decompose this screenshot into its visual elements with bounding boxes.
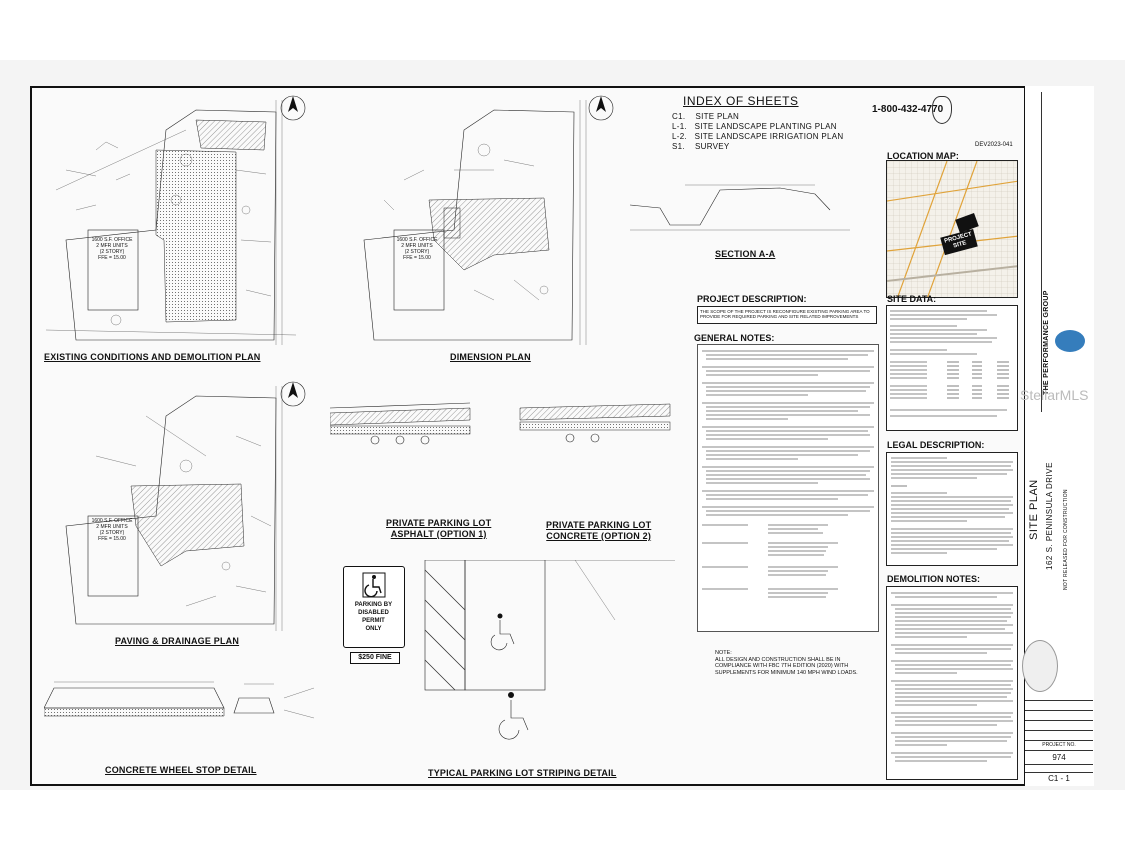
location-map <box>886 160 1018 298</box>
location-map-title: LOCATION MAP: <box>887 151 959 161</box>
striping-detail-drawing <box>424 560 675 740</box>
project-description-box: THE SCOPE OF THE PROJECT IS RECONFIGURE … <box>697 306 877 324</box>
site-data-title: SITE DATA: <box>887 294 937 304</box>
site-data-table <box>886 305 1018 431</box>
engineer-seal <box>1022 640 1058 692</box>
legal-description-box <box>886 452 1018 566</box>
dimension-plan-title: DIMENSION PLAN <box>450 352 531 362</box>
paving-building-label: 1600 S.F. OFFICE 2 MFR UNITS (2 STORY) F… <box>91 518 133 542</box>
sign-text: PARKING BY DISABLED PERMIT ONLY <box>354 602 393 632</box>
tb-row-date <box>1025 730 1093 740</box>
not-released-note: NOT RELEASED FOR CONSTRUCTION <box>1063 489 1069 590</box>
revision-column <box>1028 92 1042 412</box>
demolition-notes-text-lines <box>891 592 1013 762</box>
concrete-section-title: PRIVATE PARKING LOT CONCRETE (OPTION 2) <box>546 520 652 541</box>
general-notes-box <box>697 344 879 632</box>
firm-logo-icon <box>1055 330 1085 352</box>
index-of-sheets-title: INDEX OF SHEETS <box>683 94 799 108</box>
legal-description-text-lines <box>891 457 1013 554</box>
call-before-dig-phone: 1-800-432-4770 <box>872 104 944 115</box>
asphalt-section-title: PRIVATE PARKING LOT ASPHALT (OPTION 1) <box>386 518 492 539</box>
project-no-label: PROJECT NO. <box>1025 740 1093 750</box>
tb-row-drawn <box>1025 720 1093 730</box>
firm-name: THE PERFORMANCE GROUP <box>1043 290 1050 395</box>
index-item-irrigation-plan: L-2. SITE LANDSCAPE IRRIGATION PLAN <box>672 132 844 141</box>
dimension-plan-drawing <box>363 95 614 345</box>
existing-conditions-plan-drawing <box>45 95 306 345</box>
index-item-site-plan: C1. SITE PLAN <box>672 112 740 121</box>
wheelchair-icon <box>362 572 386 598</box>
existing-conditions-title: EXISTING CONDITIONS AND DEMOLITION PLAN <box>44 352 261 362</box>
general-notes-text-lines <box>702 350 874 598</box>
section-a-a-title: SECTION A-A <box>715 249 776 259</box>
demolition-notes-title: DEMOLITION NOTES: <box>887 574 980 584</box>
tb-row-designed <box>1025 710 1093 720</box>
wheel-stop-detail-drawing <box>44 681 315 719</box>
index-item-survey: S1. SURVEY <box>672 142 730 151</box>
disabled-parking-sign: PARKING BY DISABLED PERMIT ONLY <box>343 566 405 648</box>
general-notes-title: GENERAL NOTES: <box>694 333 775 343</box>
dimension-building-label: 1600 S.F. OFFICE 2 MFR UNITS (2 STORY) F… <box>396 237 438 261</box>
sign-fine-plate: $250 FINE <box>350 652 400 664</box>
demolition-notes-box <box>886 586 1018 780</box>
fbc-compliance-note: NOTE: ALL DESIGN AND CONSTRUCTION SHALL … <box>715 650 858 676</box>
existing-building-label: 1600 S.F. OFFICE 2 MFR UNITS (2 STORY) F… <box>91 237 133 261</box>
tb-row-scale <box>1025 700 1093 710</box>
index-item-planting-plan: L-1. SITE LANDSCAPE PLANTING PLAN <box>672 122 837 131</box>
project-description-text: THE SCOPE OF THE PROJECT IS RECONFIGURE … <box>700 309 870 319</box>
paving-drainage-title: PAVING & DRAINAGE PLAN <box>115 636 240 646</box>
project-description-title: PROJECT DESCRIPTION: <box>697 294 807 304</box>
wheel-stop-title: CONCRETE WHEEL STOP DETAIL <box>105 765 257 775</box>
sheet-title: SITE PLAN <box>1028 479 1040 540</box>
site-data-text-lines <box>890 310 1009 417</box>
section-a-a-drawing <box>630 184 850 231</box>
striping-title: TYPICAL PARKING LOT STRIPING DETAIL <box>428 768 617 778</box>
florida-logo-icon <box>932 96 952 124</box>
stellarmls-watermark: StellarMLS <box>1020 387 1089 403</box>
sheet-number: C1 - 1 <box>1025 772 1093 784</box>
dev-number: DEV2023-041 <box>975 142 1013 148</box>
project-no: 974 <box>1025 750 1093 764</box>
project-address: 162 S. PENINSULA DRIVE <box>1045 462 1054 570</box>
legal-description-title: LEGAL DESCRIPTION: <box>887 440 985 450</box>
tb-row-sheet-label <box>1025 764 1093 772</box>
pavement-sections-drawing <box>330 402 671 445</box>
paving-drainage-plan-drawing <box>65 381 306 631</box>
